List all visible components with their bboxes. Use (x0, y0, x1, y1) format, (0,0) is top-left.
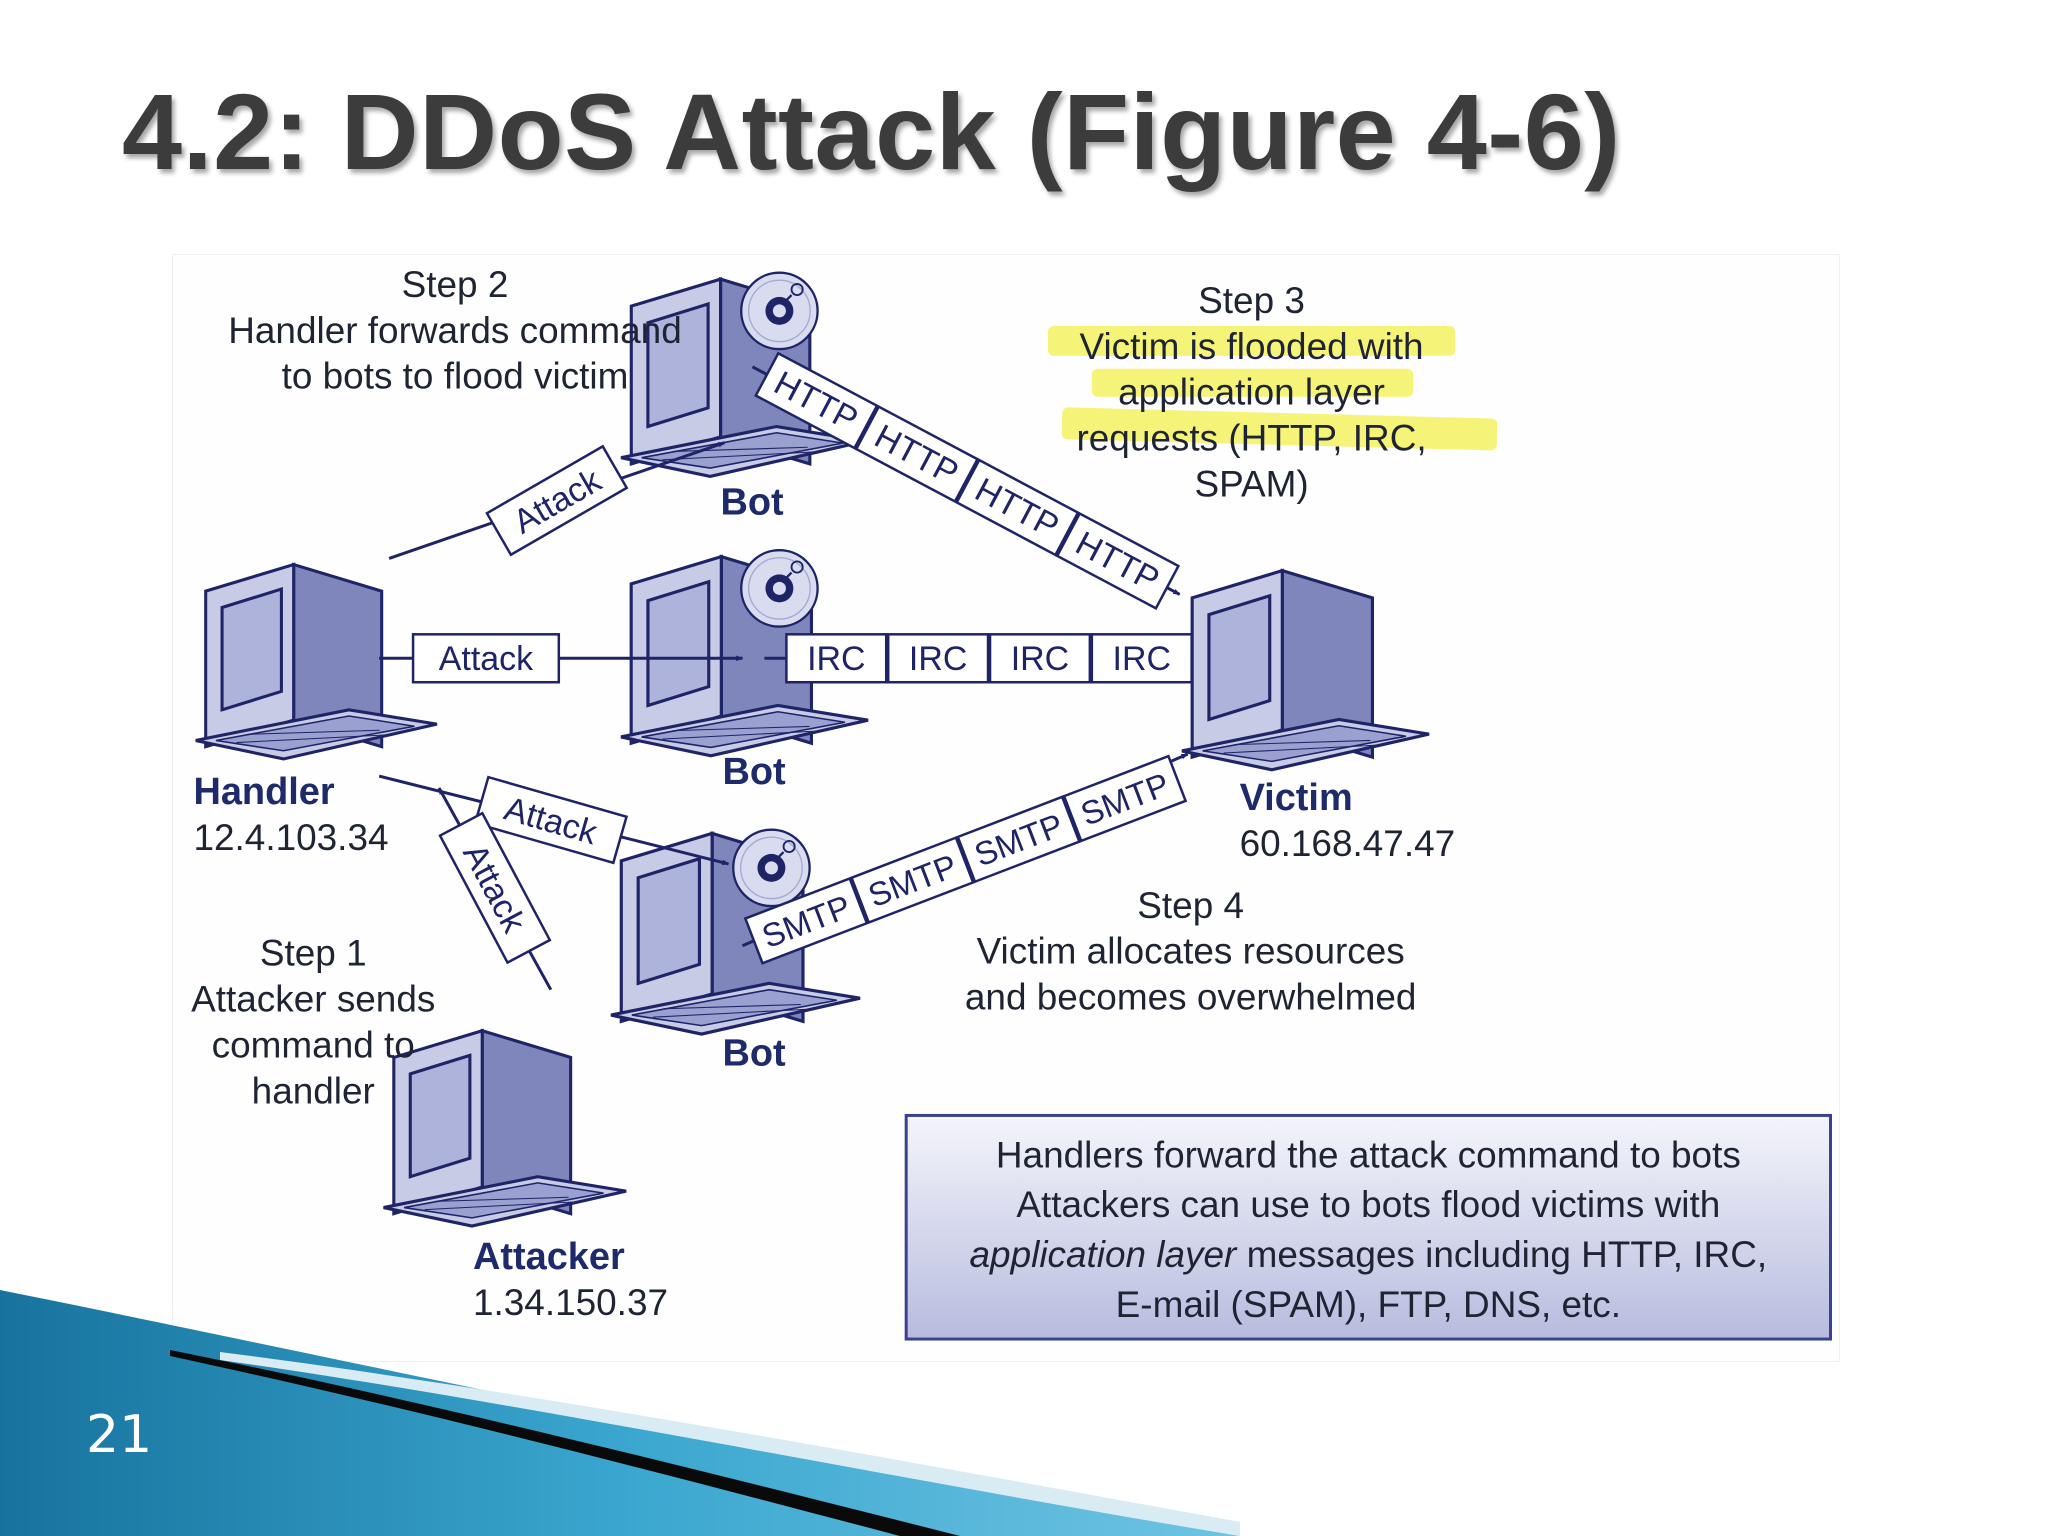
step3-caption: Step 3 Victim is flooded with applicatio… (1076, 280, 1426, 505)
bot-middle-label: Bot (723, 751, 787, 793)
step4-line-3: and becomes overwhelmed (965, 977, 1417, 1018)
bot-bottom-cd-icon (732, 828, 811, 908)
attack-arrow-top: Attack (388, 441, 726, 560)
step1-line-1: Step 1 (260, 933, 367, 974)
bot-bottom-label: Bot (723, 1033, 787, 1075)
handler-name: Handler (193, 771, 334, 813)
note-line-1: Handlers forward the attack command to b… (996, 1134, 1741, 1175)
bot-top-cd-icon (740, 271, 819, 351)
step4-line-1: Step 4 (1137, 885, 1244, 926)
note-line-2: Attackers can use to bots flood victims … (1016, 1184, 1720, 1225)
bot-top-computer (620, 271, 868, 478)
step4-caption: Step 4 Victim allocates resources and be… (965, 885, 1417, 1018)
slide-number: 21 (86, 1405, 153, 1465)
step3-line-1: Step 3 (1198, 280, 1305, 321)
step1-line-4: handler (252, 1070, 375, 1111)
step3-line-2: Victim is flooded with (1080, 326, 1424, 367)
step2-line-2: Handler forwards command (228, 310, 682, 351)
step3-highlights (1047, 325, 1498, 451)
attack-arrow-bottom: Attack (378, 774, 730, 866)
step1-line-2: Attacker sends (191, 979, 435, 1020)
step2-line-1: Step 2 (402, 264, 509, 305)
smtp-flood-arrow: SMTP SMTP SMTP SMTP (741, 752, 1189, 965)
handler-ip: 12.4.103.34 (193, 817, 388, 858)
note-line-3: application layer messages including HTT… (970, 1234, 1768, 1275)
victim-ip: 60.168.47.47 (1240, 823, 1456, 864)
note-line-4: E-mail (SPAM), FTP, DNS, etc. (1116, 1284, 1621, 1325)
note-line-3-italic: application layer (970, 1234, 1239, 1275)
irc-flood-arrow: IRC IRC IRC IRC (764, 633, 1193, 684)
footer-swoosh (0, 1290, 1240, 1536)
attacker-name: Attacker (473, 1236, 625, 1278)
step3-line-5: SPAM) (1194, 464, 1308, 505)
handler-computer (195, 563, 439, 761)
step2-line-3: to bots to flood victim (282, 356, 629, 397)
slide-title: 4.2: DDoS Attack (Figure 4-6) (122, 71, 1621, 192)
victim-label: Victim 60.168.47.47 (1240, 777, 1456, 864)
handler-label: Handler 12.4.103.34 (193, 771, 388, 858)
bot-top-label: Bot (721, 482, 785, 524)
attacker-ip: 1.34.150.37 (473, 1282, 668, 1323)
irc-label-3: IRC (1011, 640, 1069, 678)
irc-label-1: IRC (807, 640, 865, 678)
attacker-computer (383, 1029, 628, 1228)
irc-label-2: IRC (909, 640, 967, 678)
note-line-3-rest: messages including HTTP, IRC, (1236, 1234, 1767, 1275)
summary-note: Handlers forward the attack command to b… (904, 1113, 1833, 1341)
bot-middle-cd-icon (740, 549, 819, 628)
step1-caption: Step 1 Attacker sends command to handler (191, 933, 435, 1112)
step3-line-4: requests (HTTP, IRC, (1076, 418, 1426, 459)
step1-line-3: command to (212, 1025, 415, 1066)
ddos-diagram: Attack Attack Attack Attack HTTP HTTP HT… (172, 254, 1840, 1362)
attack-arrow-middle: Attack (379, 633, 744, 684)
attack-label-middle: Attack (439, 640, 534, 678)
step2-caption: Step 2 Handler forwards command to bots … (228, 264, 682, 397)
step4-line-2: Victim allocates resources (977, 931, 1405, 972)
victim-name: Victim (1240, 777, 1353, 819)
step3-line-3: application layer (1118, 372, 1385, 413)
irc-label-4: IRC (1113, 640, 1171, 678)
victim-computer (1181, 569, 1431, 772)
attacker-label: Attacker 1.34.150.37 (473, 1236, 668, 1323)
